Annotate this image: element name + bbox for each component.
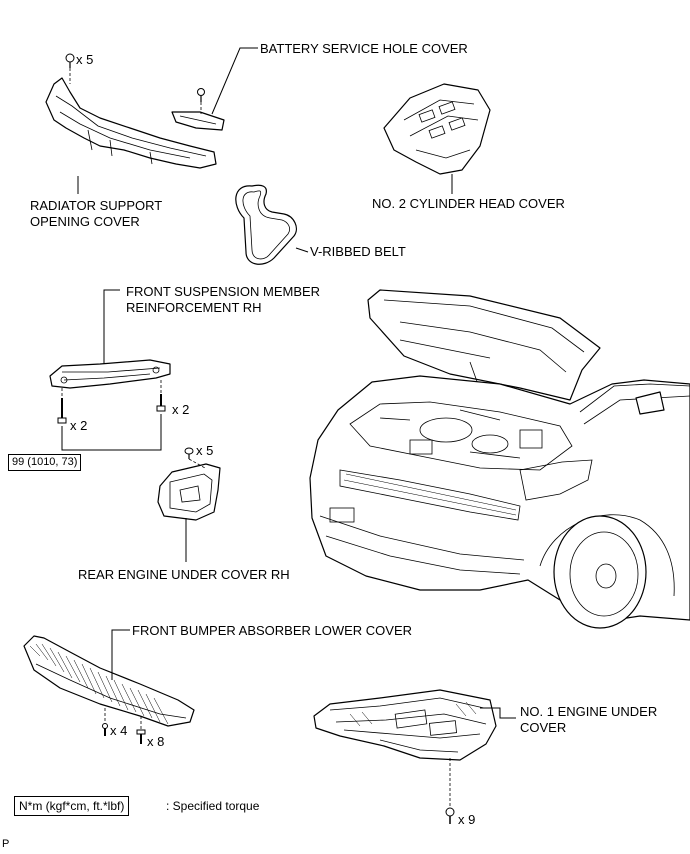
radiator-support-opening-cover-label-line2: OPENING COVER [30,214,140,229]
reinforcement-bolt-right-quantity: x 2 [172,402,190,417]
engine-under-cover-label-line2: COVER [520,720,567,735]
bumper-bolt-quantity: x 8 [147,734,165,749]
reinforcement-bolt-left-quantity: x 2 [70,418,88,433]
radiator-clip-quantity: x 5 [76,52,94,67]
reinforcement-bolt-left-icon [57,398,67,424]
vehicle-illustration [309,289,690,629]
rear-cover-clip-quantity: x 5 [196,443,214,458]
reinforcement-bolt-right-icon [156,394,166,412]
bumper-absorber-lower-cover-illustration [23,635,195,727]
torque-spec-box: 99 (1010, 73) [8,454,82,471]
rear-engine-under-cover-label: REAR ENGINE UNDER COVER RH [78,567,290,582]
suspension-reinforcement-label-line1: FRONT SUSPENSION MEMBER [126,284,321,299]
bumper-absorber-lower-cover-label: FRONT BUMPER ABSORBER LOWER COVER [132,623,413,638]
radiator-support-opening-cover-illustration [45,77,217,169]
cylinder-head-cover-label: NO. 2 CYLINDER HEAD COVER [372,196,565,211]
suspension-reinforcement-illustration [49,359,171,389]
engine-under-cover-bolt-quantity: x 9 [458,812,476,827]
bumper-clip-quantity: x 4 [110,723,128,738]
corner-mark: P [2,838,10,850]
engine-under-cover-bolt-icon [445,807,455,824]
v-ribbed-belt-label: V-RIBBED BELT [310,244,406,259]
battery-service-hole-cover-label: BATTERY SERVICE HOLE COVER [260,41,468,56]
suspension-reinforcement-label-line2: REINFORCEMENT RH [126,300,262,315]
rear-engine-under-cover-illustration [157,463,221,521]
legend-torque-units-box: N*m (kgf*cm, ft.*lbf) [14,796,130,816]
bumper-bolt-icon [136,729,146,744]
bumper-clip-icon [102,723,108,736]
engine-under-cover-label-line1: NO. 1 ENGINE UNDER [520,704,658,719]
v-ribbed-belt-illustration [235,184,297,265]
rear-cover-clip-icon [184,447,194,459]
engine-under-cover-illustration [313,689,497,761]
legend-description: : Specified torque [166,799,260,813]
radiator-support-opening-cover-label-line1: RADIATOR SUPPORT [30,198,163,213]
radiator-clip-icon [65,53,75,68]
battery-cover-clip-icon [197,88,205,102]
battery-service-hole-cover-illustration [171,111,225,131]
cylinder-head-cover-illustration [383,83,491,175]
